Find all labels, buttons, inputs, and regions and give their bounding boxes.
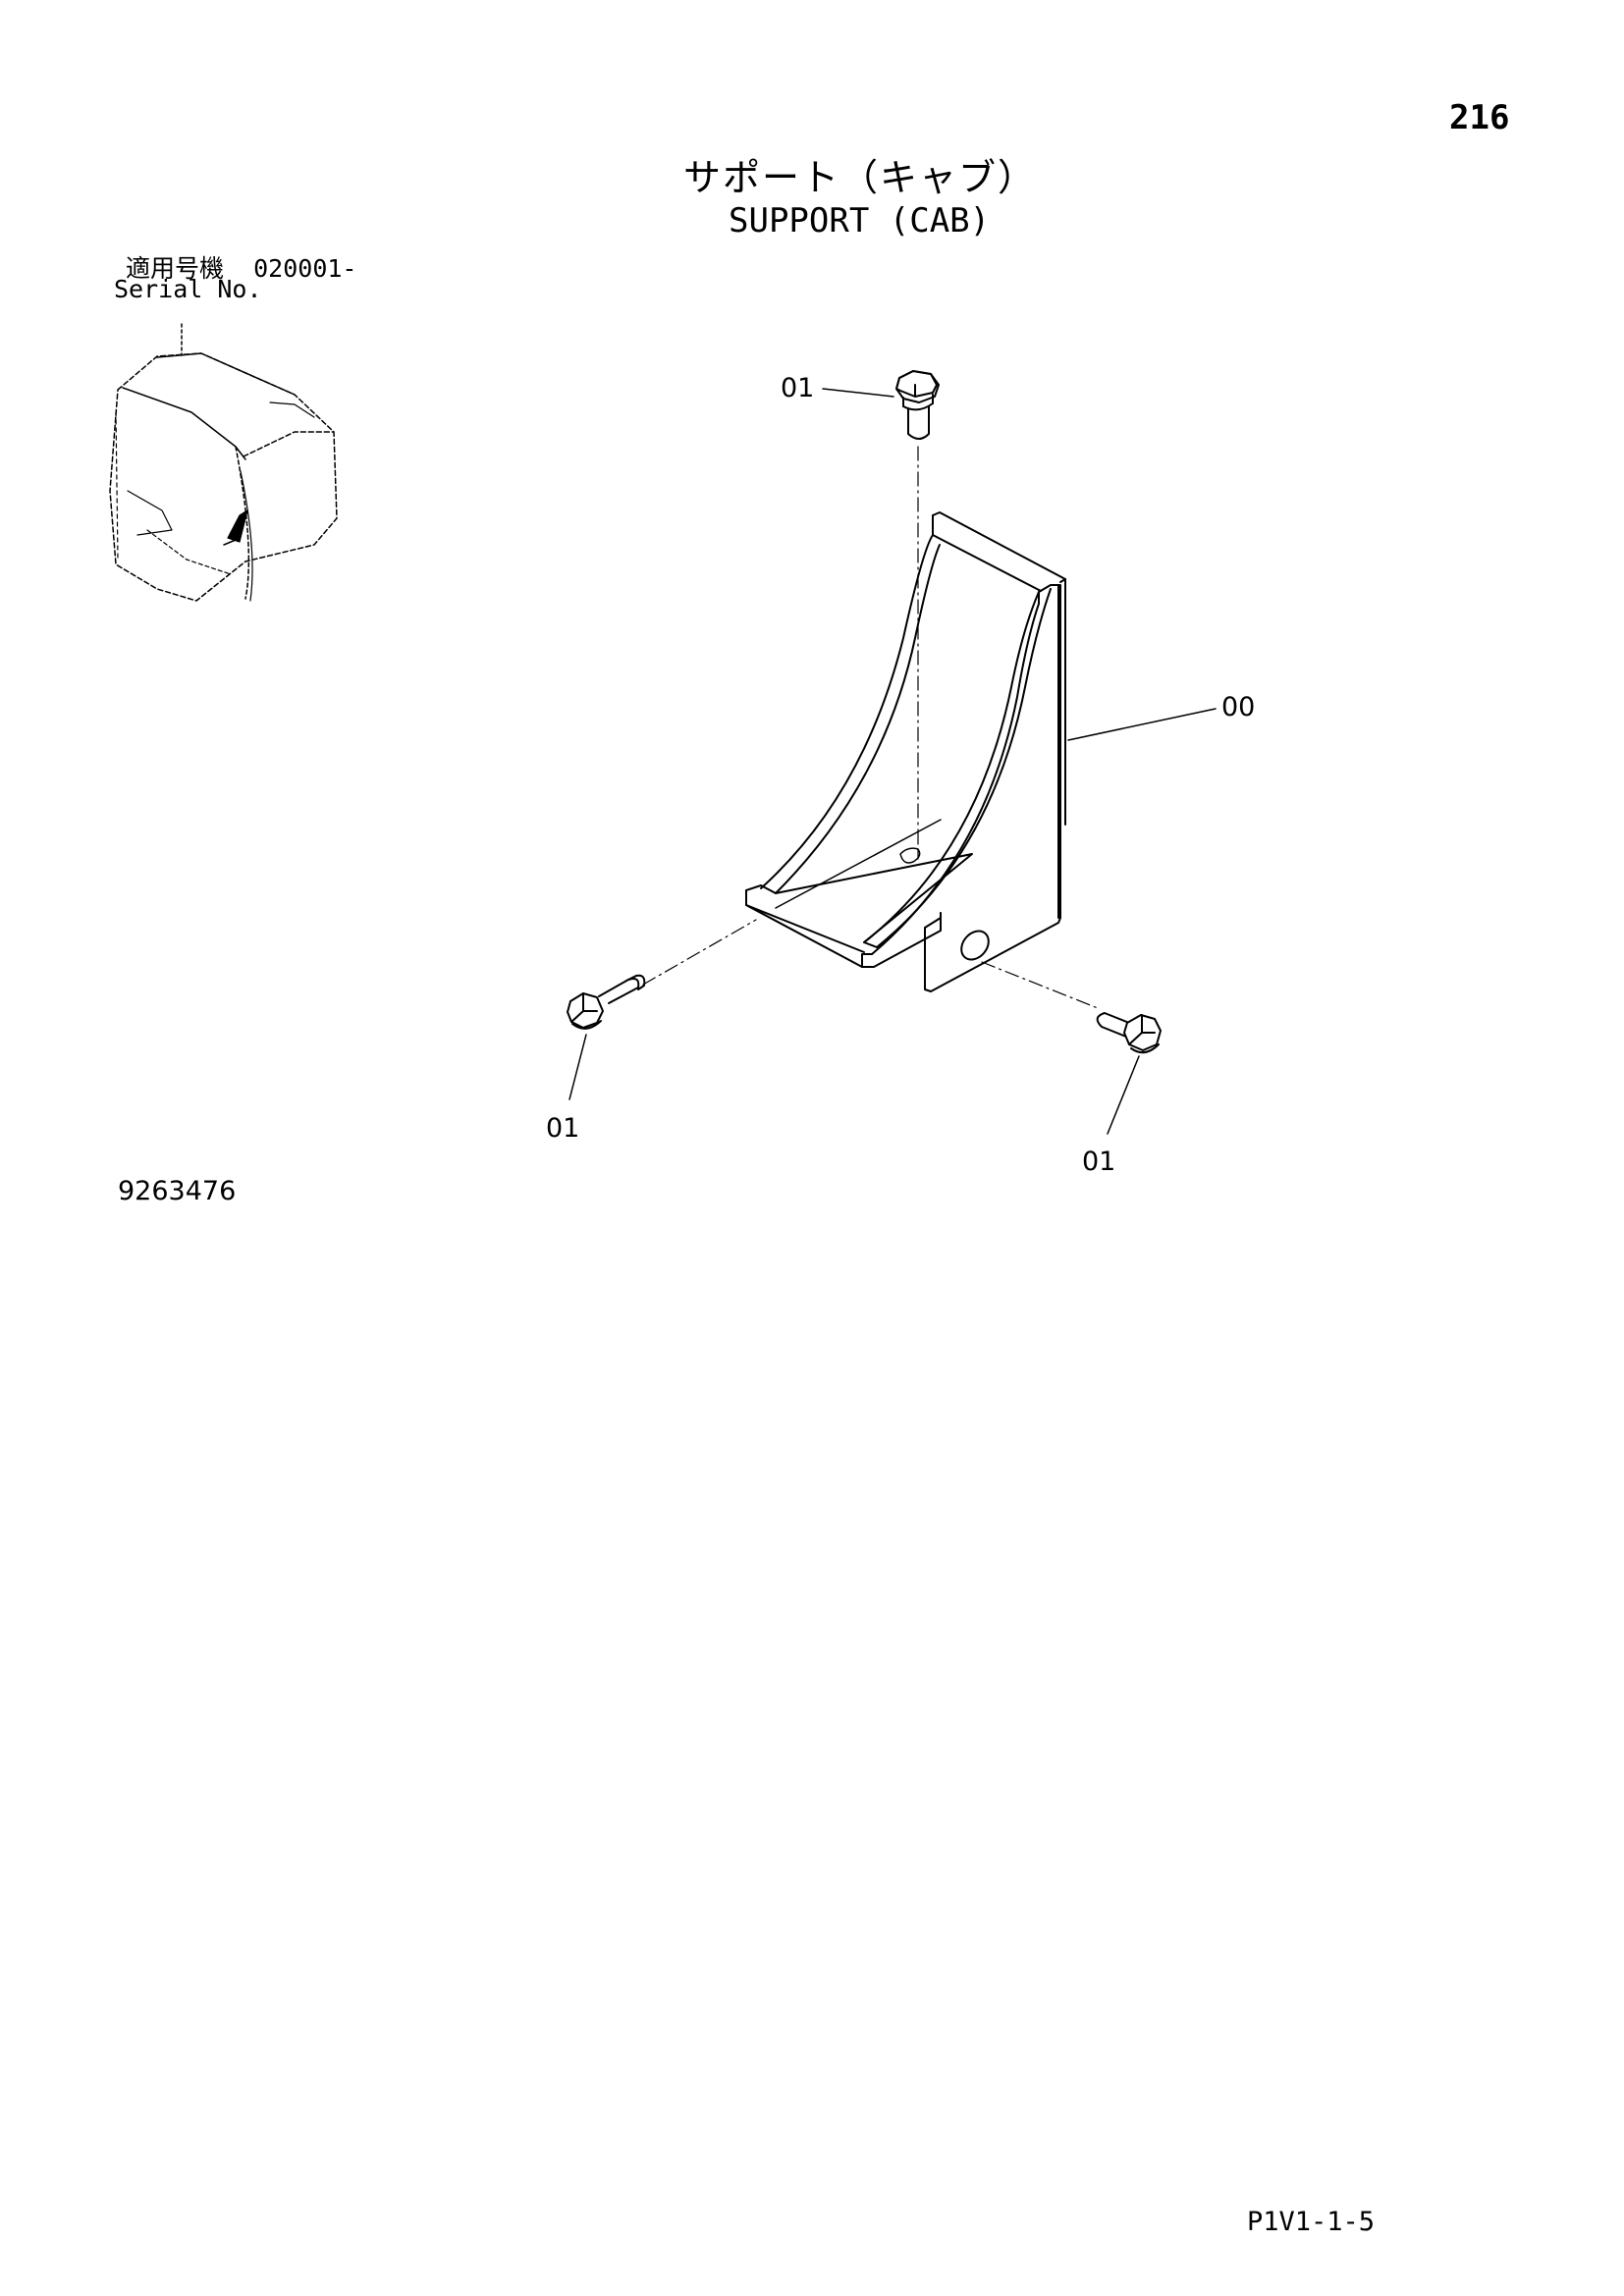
bolt-right [982, 962, 1161, 1134]
callout-bolt-right: 01 [1082, 1147, 1116, 1177]
serial-label-japanese: 適用号機 [126, 254, 225, 283]
cab-location-thumbnail [110, 324, 337, 601]
support-bracket [746, 512, 1216, 991]
bolt-top [823, 371, 939, 834]
callout-support: 00 [1221, 692, 1256, 722]
page-title-english: SUPPORT (CAB) [729, 201, 991, 240]
page-title-japanese: サポート（キャブ） [683, 156, 1038, 199]
callout-bolt-left: 01 [546, 1113, 580, 1144]
callout-bolt-top: 01 [781, 373, 815, 403]
page-number: 216 [1449, 98, 1510, 137]
serial-label-english: Serial No. [114, 275, 262, 303]
drawing-number: 9263476 [118, 1176, 237, 1206]
serial-value: 020001- [253, 254, 357, 283]
serial-applicable-label: 適用号機 020001- [126, 249, 356, 285]
page-code: P1V1-1-5 [1247, 2207, 1376, 2237]
bolt-left [568, 920, 756, 1099]
